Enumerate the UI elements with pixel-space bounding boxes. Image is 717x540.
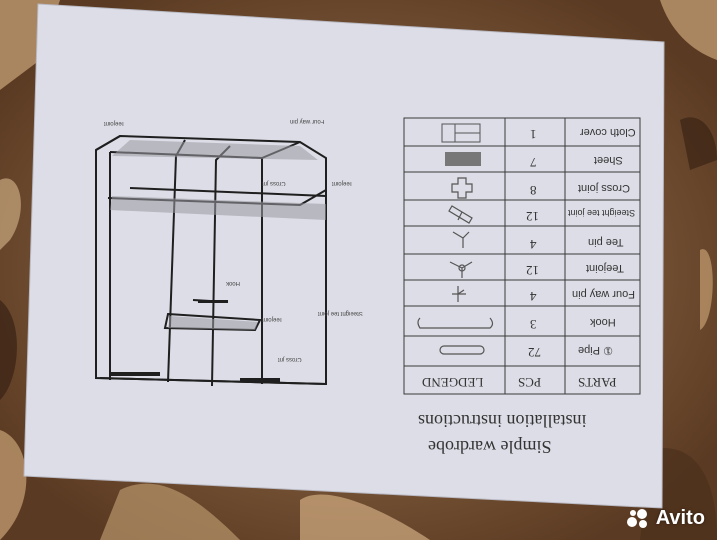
label-four-way-pin: Four way pin bbox=[290, 118, 325, 124]
row-hook-pcs: 3 bbox=[530, 317, 537, 332]
row-teejoint-part: Teejoint bbox=[586, 262, 624, 274]
label-hook: Hook bbox=[226, 280, 241, 286]
row-cloth-cover-part: Cloth cover bbox=[580, 126, 636, 138]
row-straight-tee-joint-part: Steeight tee joint bbox=[568, 208, 636, 218]
header-legend: LEDGEND bbox=[422, 375, 484, 390]
avito-watermark: Avito bbox=[626, 507, 705, 530]
document-title: Simple wardrobe bbox=[428, 437, 552, 457]
cloth-cover-icon bbox=[441, 123, 481, 143]
document-subtitle: installation instructions bbox=[418, 411, 587, 431]
row-straight-tee-joint-pcs: 12 bbox=[526, 209, 539, 224]
pipe-icon bbox=[439, 345, 485, 355]
hook-icon bbox=[417, 317, 494, 329]
header-pcs: PCS bbox=[518, 375, 542, 390]
label-cross-jnt-top: Cross jnt bbox=[262, 180, 286, 186]
row-cross-joint-part: Cross joint bbox=[578, 182, 630, 194]
label-teejoint-mid: Teejoint bbox=[104, 120, 125, 126]
row-four-way-pin-part: Four way pin bbox=[572, 288, 635, 300]
header-parts: PARTS bbox=[578, 375, 617, 390]
label-cross-jnt-bottom: Cross jnt bbox=[278, 356, 302, 362]
row-cloth-cover-pcs: 1 bbox=[530, 127, 537, 142]
row-pipe-part: ① Pipe bbox=[578, 344, 613, 356]
label-straight-tee-joint: Steeight tee joint bbox=[318, 310, 363, 316]
sheet-icon bbox=[445, 152, 481, 166]
diagram-shelf-panels bbox=[110, 140, 326, 330]
row-sheet-part: Sheet bbox=[594, 154, 623, 166]
straight-tee-joint-icon bbox=[448, 205, 473, 224]
diagram-bottom-bars bbox=[110, 300, 280, 382]
tee-pin-icon bbox=[452, 231, 470, 248]
avito-logo-icon bbox=[626, 508, 647, 528]
row-tee-pin-pcs: 4 bbox=[530, 237, 537, 252]
row-hook-part: Hook bbox=[590, 316, 616, 328]
row-four-way-pin-pcs: 4 bbox=[530, 289, 537, 304]
teejoint-icon bbox=[449, 261, 473, 278]
row-teejoint-pcs: 12 bbox=[526, 263, 539, 278]
four-way-pin-icon bbox=[452, 286, 466, 302]
label-teejoint-top: Teejoint bbox=[332, 180, 353, 186]
parts-table bbox=[403, 117, 641, 395]
label-teejoint-lower: Teejoint bbox=[262, 316, 283, 322]
row-sheet-pcs: 7 bbox=[530, 155, 537, 170]
cross-joint-icon bbox=[451, 177, 473, 199]
row-pipe-pcs: 72 bbox=[528, 345, 541, 360]
row-tee-pin-part: Tee pin bbox=[588, 236, 624, 248]
row-cross-joint-pcs: 8 bbox=[530, 183, 537, 198]
watermark-text: Avito bbox=[655, 507, 705, 529]
